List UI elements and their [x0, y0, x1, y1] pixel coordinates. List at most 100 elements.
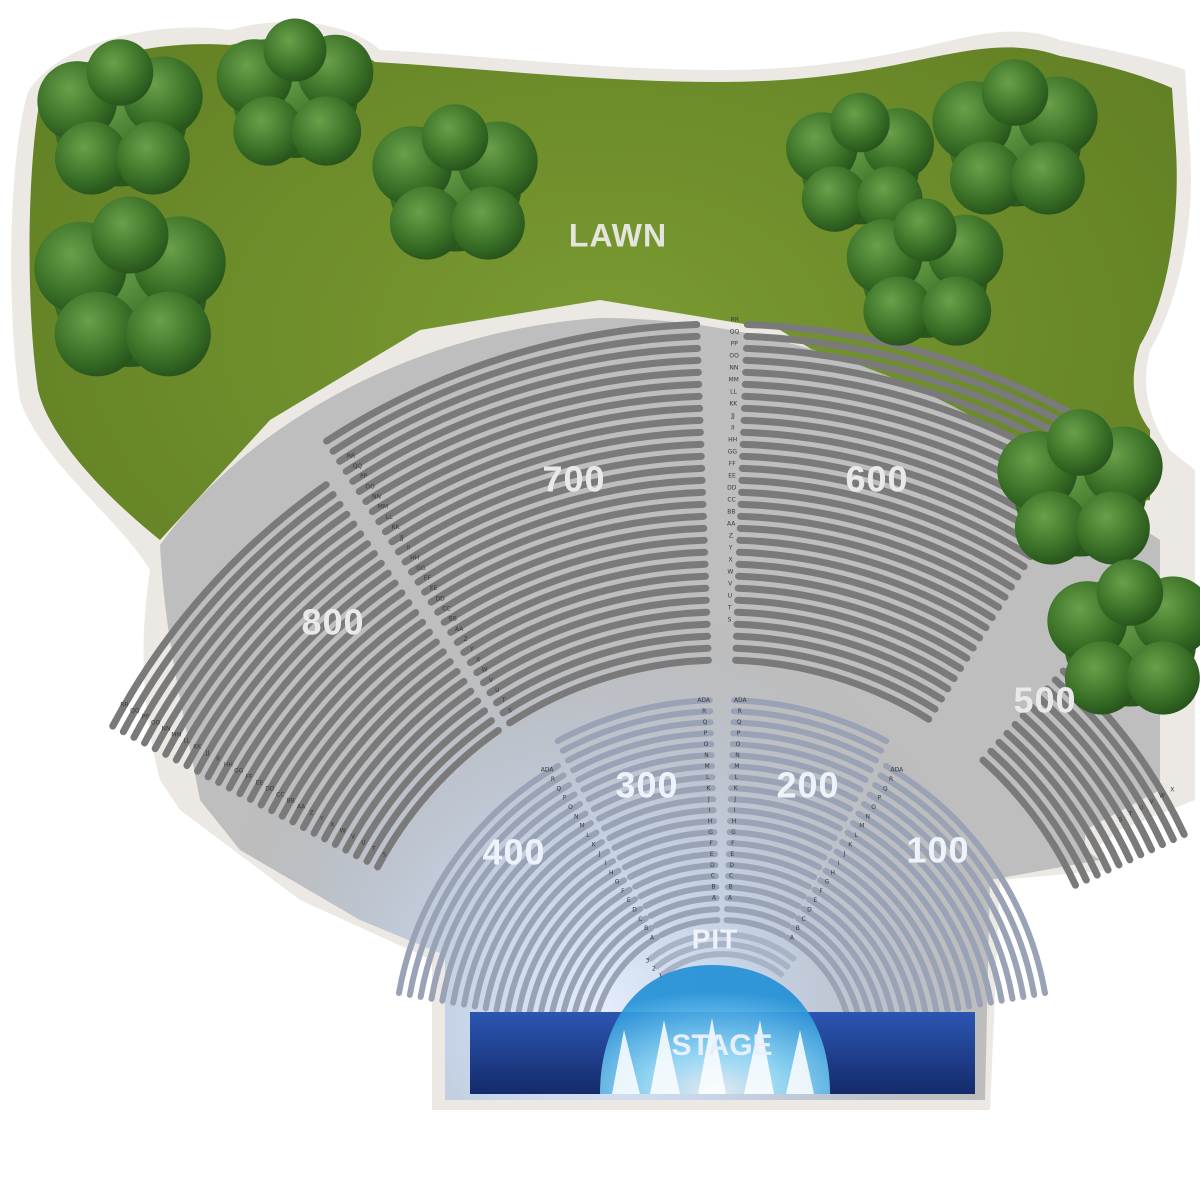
section-200[interactable]: [723, 697, 890, 939]
seat-row-400[interactable]: [406, 772, 567, 998]
seat-row-100[interactable]: [883, 762, 1049, 997]
seat-row-600[interactable]: [740, 428, 1053, 530]
seat-row-100[interactable]: [850, 820, 984, 1008]
seat-row-400[interactable]: [493, 848, 611, 1014]
seat-row-200[interactable]: [724, 895, 797, 919]
seat-row-700[interactable]: [381, 428, 704, 536]
seat-row-600[interactable]: [735, 560, 984, 642]
seat-row-600[interactable]: [734, 596, 964, 672]
seat-row-100[interactable]: [828, 858, 940, 1016]
seat-row-600[interactable]: [738, 476, 1028, 571]
seat-row-800[interactable]: [215, 579, 399, 786]
seat-row-800[interactable]: [363, 717, 495, 865]
seat-row-800[interactable]: [141, 510, 351, 747]
seat-row-500[interactable]: [1011, 721, 1123, 869]
seat-row-300[interactable]: [565, 719, 714, 764]
seat-row-800[interactable]: [289, 648, 447, 826]
seat-row-800[interactable]: [352, 707, 489, 860]
seat-row-300[interactable]: [626, 851, 719, 880]
seat-row-700[interactable]: [434, 524, 708, 616]
seat-row-100[interactable]: [872, 781, 1027, 1000]
pit-row[interactable]: [653, 941, 791, 970]
seat-row-700[interactable]: [323, 320, 701, 445]
section-100[interactable]: [784, 762, 1049, 1031]
seat-row-100[interactable]: [839, 839, 962, 1012]
seat-row-800[interactable]: [321, 677, 468, 843]
seat-row-100[interactable]: [866, 791, 1016, 1002]
seat-row-600[interactable]: [732, 644, 939, 713]
section-label-200[interactable]: 200: [776, 765, 839, 806]
seat-row-800[interactable]: [299, 658, 454, 831]
seat-row-200[interactable]: [726, 829, 828, 861]
section-800[interactable]: [109, 481, 502, 871]
seat-row-300[interactable]: [657, 917, 721, 939]
seat-row-500[interactable]: [1043, 685, 1166, 849]
seat-row-500[interactable]: [1003, 729, 1112, 874]
seat-row-300[interactable]: [554, 697, 713, 744]
pit-row[interactable]: [647, 931, 797, 962]
seat-row-700[interactable]: [401, 464, 706, 566]
section-label-700[interactable]: 700: [542, 459, 605, 500]
seat-row-200[interactable]: [728, 774, 854, 812]
seat-row-700[interactable]: [421, 500, 707, 596]
seat-row-500[interactable]: [987, 747, 1090, 884]
seat-row-200[interactable]: [725, 862, 812, 890]
seat-row-700[interactable]: [329, 332, 701, 455]
seat-row-400[interactable]: [471, 829, 600, 1010]
pit-row[interactable]: [659, 951, 785, 978]
section-500[interactable]: [979, 667, 1188, 889]
seat-row-400[interactable]: [417, 781, 572, 1000]
seat-row-700[interactable]: [336, 344, 702, 465]
section-300[interactable]: [554, 697, 721, 939]
seat-row-300[interactable]: [606, 807, 717, 842]
seat-row-400[interactable]: [482, 839, 605, 1012]
seat-row-700[interactable]: [427, 512, 707, 606]
seat-row-300[interactable]: [595, 785, 716, 822]
seat-row-400[interactable]: [558, 905, 644, 1025]
seat-row-600[interactable]: [739, 440, 1047, 540]
seat-row-500[interactable]: [1027, 703, 1145, 859]
seat-row-200[interactable]: [725, 873, 807, 900]
seat-row-800[interactable]: [278, 638, 440, 820]
seat-row-500[interactable]: [1019, 712, 1134, 864]
seat-row-300[interactable]: [559, 708, 714, 754]
pit-area[interactable]: [647, 931, 797, 978]
seat-row-200[interactable]: [729, 741, 869, 783]
seat-row-400[interactable]: [428, 791, 578, 1002]
seat-row-200[interactable]: [726, 818, 833, 851]
seat-row-100[interactable]: [800, 905, 886, 1025]
seat-row-200[interactable]: [726, 840, 823, 871]
seat-row-700[interactable]: [479, 608, 711, 687]
seat-row-200[interactable]: [723, 917, 787, 939]
seat-row-400[interactable]: [536, 886, 633, 1021]
pit-label[interactable]: PIT: [692, 923, 739, 954]
seat-row-200[interactable]: [723, 906, 792, 929]
seat-row-700[interactable]: [473, 596, 710, 677]
section-700[interactable]: [323, 320, 712, 727]
seat-row-100[interactable]: [806, 896, 897, 1023]
seat-row-800[interactable]: [119, 491, 337, 736]
seat-row-200[interactable]: [729, 752, 864, 793]
seat-row-300[interactable]: [652, 906, 721, 929]
section-label-800[interactable]: 800: [301, 602, 364, 643]
seat-row-700[interactable]: [362, 392, 703, 506]
section-label-500[interactable]: 500: [1013, 680, 1076, 721]
seat-row-500[interactable]: [1035, 694, 1156, 854]
seat-row-700[interactable]: [375, 416, 704, 526]
seat-row-200[interactable]: [728, 763, 859, 803]
seat-row-400[interactable]: [450, 810, 589, 1006]
seat-row-400[interactable]: [569, 915, 649, 1027]
seat-row-600[interactable]: [732, 632, 945, 703]
seat-row-300[interactable]: [590, 774, 716, 812]
seat-row-600[interactable]: [737, 500, 1015, 591]
seat-row-600[interactable]: [733, 620, 952, 693]
seat-row-100[interactable]: [822, 867, 929, 1018]
seat-row-700[interactable]: [453, 560, 709, 646]
seat-row-400[interactable]: [525, 877, 627, 1019]
seat-row-600[interactable]: [736, 524, 1003, 611]
seat-row-200[interactable]: [727, 796, 843, 832]
seat-row-100[interactable]: [844, 829, 973, 1010]
seat-row-300[interactable]: [601, 796, 717, 832]
section-label-600[interactable]: 600: [845, 459, 908, 500]
seat-row-500[interactable]: [995, 738, 1101, 879]
